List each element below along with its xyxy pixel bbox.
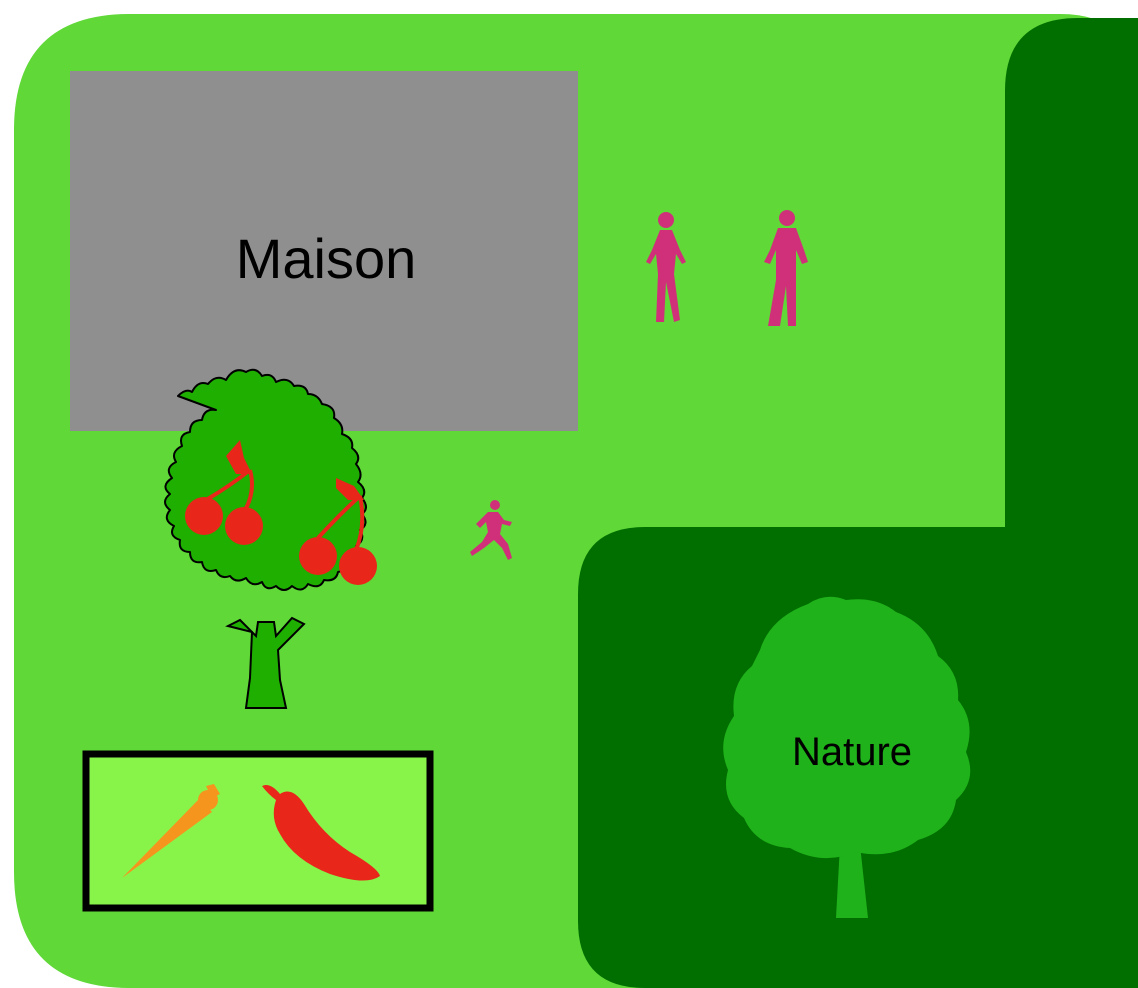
carrot-icon	[122, 784, 220, 878]
nature-label: Nature	[792, 730, 912, 774]
tree-icon	[723, 596, 971, 918]
cherry-icon	[185, 440, 263, 545]
running-child-icon	[470, 500, 512, 560]
cherry-tree-icon	[164, 368, 377, 709]
woman-silhouette-icon	[646, 212, 686, 322]
house-label: Maison	[236, 227, 417, 290]
house-block	[70, 71, 578, 431]
nature-zone	[578, 18, 1138, 988]
vegetable-bed	[82, 750, 434, 912]
chili-pepper-icon	[262, 785, 380, 881]
man-silhouette-icon	[764, 210, 808, 326]
cherry-icon	[299, 478, 377, 585]
